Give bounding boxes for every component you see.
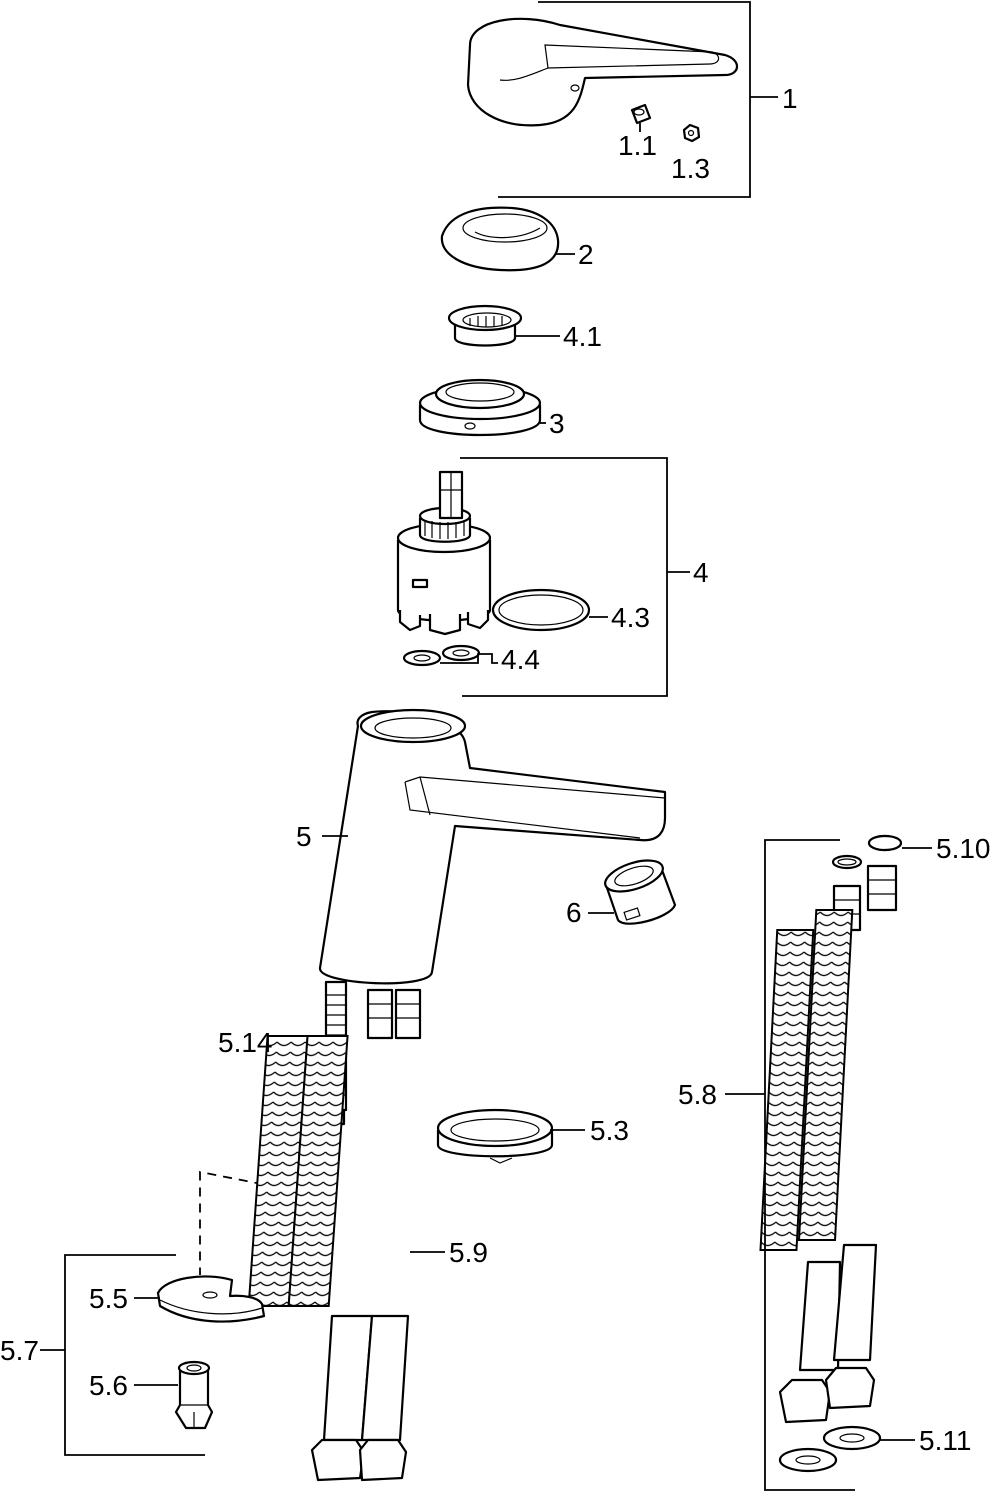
washer-ring-part	[436, 1108, 554, 1164]
threaded-nut-part	[174, 1360, 214, 1430]
label-5: 5	[296, 821, 312, 852]
label-5-8: 5.8	[678, 1079, 717, 1110]
leader-4-4	[440, 653, 498, 664]
seals-4-4-part	[402, 644, 481, 667]
label-4: 4	[693, 557, 709, 588]
adapter-ring-4-1-part	[447, 304, 523, 347]
faucet-body-part	[318, 708, 667, 985]
label-5-6: 5.6	[89, 1370, 128, 1401]
horseshoe-plate-part	[156, 1275, 266, 1323]
lever-handle-part	[466, 17, 739, 127]
label-5-9: 5.9	[449, 1237, 488, 1268]
cover-cap-part	[440, 206, 560, 272]
label-4-3: 4.3	[611, 602, 650, 633]
aerator-part	[603, 859, 677, 925]
label-5-11: 5.11	[919, 1425, 971, 1456]
label-2: 2	[578, 239, 594, 270]
threaded-ring-3-part	[418, 378, 542, 437]
washers-5-11-part	[778, 1425, 882, 1473]
label-1-1: 1.1	[618, 130, 657, 161]
bracket-5-8	[725, 839, 855, 1491]
label-5-5: 5.5	[89, 1283, 128, 1314]
label-1: 1	[782, 83, 798, 114]
label-5-10: 5.10	[936, 833, 991, 864]
seals-5-10-part	[867, 834, 903, 852]
label-5-7: 5.7	[0, 1335, 39, 1366]
label-6: 6	[566, 897, 582, 928]
label-5-3: 5.3	[590, 1115, 629, 1146]
fitted-hoses-part	[247, 988, 422, 1482]
cartridge-part	[396, 470, 492, 636]
hose-set-part	[759, 834, 903, 1424]
label-1-3: 1.3	[671, 153, 710, 184]
set-screw-1-1-part	[630, 103, 652, 125]
bracket-4	[460, 457, 690, 697]
bracket-1	[498, 1, 778, 198]
label-5-14: 5.14	[218, 1027, 273, 1058]
cap-nut-1-3-part	[682, 123, 701, 143]
o-ring-4-3-part	[491, 588, 591, 632]
label-4-1: 4.1	[563, 321, 602, 352]
label-4-4: 4.4	[501, 644, 540, 675]
bracket-5-7	[40, 1254, 205, 1456]
label-3: 3	[549, 408, 565, 439]
